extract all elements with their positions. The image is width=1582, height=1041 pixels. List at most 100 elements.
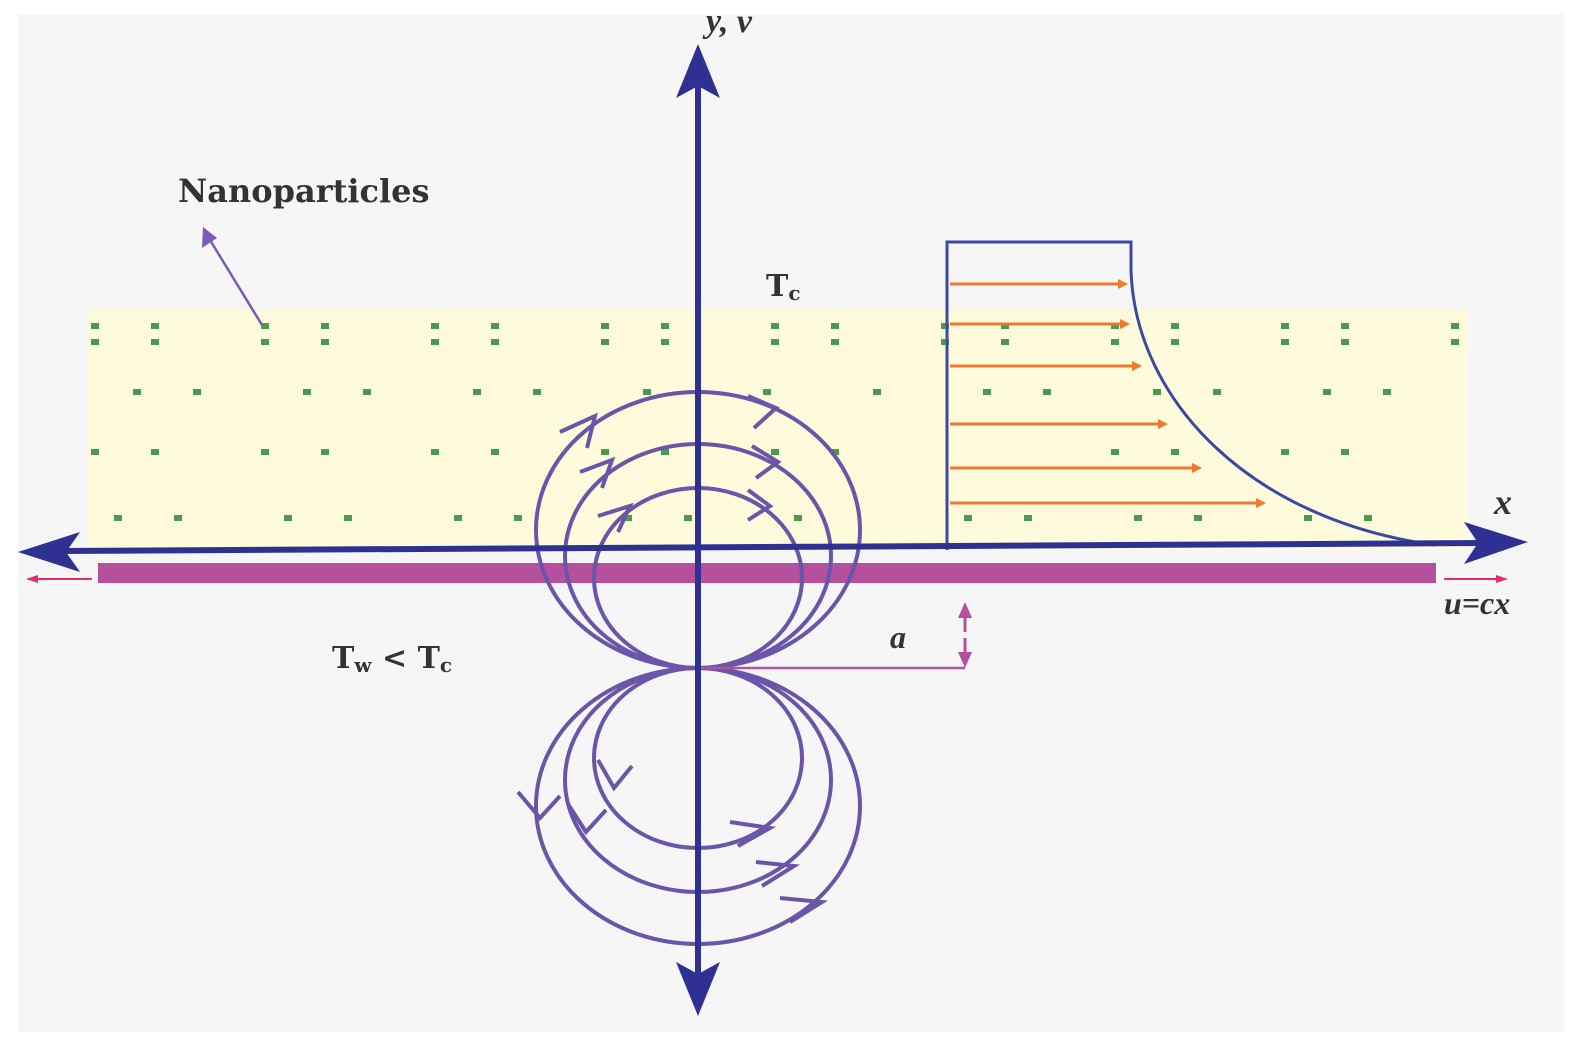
x-axis-label: x bbox=[1493, 482, 1512, 522]
chevron-icon bbox=[579, 456, 616, 489]
nanoparticle-dot bbox=[533, 389, 541, 395]
nanoparticle-dot bbox=[151, 449, 159, 455]
y-axis-label: y, v bbox=[702, 3, 753, 40]
nanoparticle-dot bbox=[261, 449, 269, 455]
nanoparticle-dot bbox=[321, 339, 329, 345]
nanoparticle-dot bbox=[363, 389, 371, 395]
nanoparticle-dot bbox=[983, 389, 991, 395]
nanoparticle-dot bbox=[1451, 323, 1459, 329]
nanoparticles-label: Nanoparticles bbox=[178, 172, 430, 210]
nanoparticle-dot bbox=[1111, 323, 1119, 329]
arrowhead-right-icon bbox=[1464, 522, 1528, 564]
ambient-temp-main: T bbox=[766, 269, 789, 304]
nanoparticle-dot bbox=[1171, 323, 1179, 329]
nanoparticle-dot bbox=[174, 515, 182, 521]
velocity-profile-outline bbox=[945, 240, 1436, 550]
nanoparticle-dot bbox=[91, 339, 99, 345]
nanoparticle-dot bbox=[964, 515, 972, 521]
wall-temp-main: T bbox=[332, 641, 355, 676]
nanoparticle-dot bbox=[1024, 515, 1032, 521]
nanoparticle-dot bbox=[941, 339, 949, 345]
nanoparticle-dot bbox=[1281, 449, 1289, 455]
chevron-icon bbox=[516, 790, 562, 822]
velocity-arrows bbox=[950, 279, 1266, 508]
nanoparticle-dot bbox=[831, 449, 839, 455]
chevron-icon bbox=[755, 860, 800, 888]
nanoparticle-dot bbox=[1043, 389, 1051, 395]
nanoparticle-dot bbox=[1451, 339, 1459, 345]
nanoparticle-dot bbox=[1001, 323, 1009, 329]
nanofluid-layer bbox=[88, 310, 1468, 550]
nanoparticle-dot bbox=[514, 515, 522, 521]
nanoparticle-dot bbox=[491, 339, 499, 345]
nanoparticle-dot bbox=[261, 323, 269, 329]
wall-temp-rel-sub: c bbox=[440, 653, 452, 677]
nanoparticle-dot bbox=[1194, 515, 1202, 521]
nanoparticle-dot bbox=[193, 389, 201, 395]
nanoparticle-dot bbox=[661, 449, 669, 455]
nanoparticle-dot bbox=[491, 323, 499, 329]
nanoparticle-dot bbox=[661, 323, 669, 329]
nanoparticle-dot bbox=[763, 389, 771, 395]
chevron-icon bbox=[779, 896, 829, 924]
nanoparticle-dot bbox=[284, 515, 292, 521]
nanoparticle-dot bbox=[133, 389, 141, 395]
arrowhead-left-icon bbox=[18, 532, 80, 572]
wall-temp-relation: < T bbox=[372, 641, 441, 676]
chevron-icon bbox=[729, 820, 777, 848]
nanoparticle-dot bbox=[831, 323, 839, 329]
nanoparticle-dot bbox=[794, 515, 802, 521]
arrowhead-down-icon bbox=[676, 962, 720, 1016]
nanoparticle-dot bbox=[873, 389, 881, 395]
nanoparticle-dot bbox=[1001, 339, 1009, 345]
nanoparticle-dot bbox=[1111, 339, 1119, 345]
nanoparticle-dots bbox=[91, 323, 1459, 521]
ambient-temp-sub: c bbox=[788, 281, 800, 305]
nanoparticle-dot bbox=[1213, 389, 1221, 395]
nanoparticle-dot bbox=[431, 323, 439, 329]
nanoparticle-dot bbox=[1153, 389, 1161, 395]
nanoparticle-dot bbox=[431, 339, 439, 345]
chevron-icon bbox=[596, 759, 634, 792]
ambient-temperature-label: Tc bbox=[766, 269, 801, 305]
wall-temperature-label: Tw < Tc bbox=[332, 641, 452, 677]
nanoparticle-dot bbox=[1323, 389, 1331, 395]
nanoparticle-dot bbox=[1281, 323, 1289, 329]
nanoparticle-dot bbox=[684, 515, 692, 521]
nanoparticle-dot bbox=[303, 389, 311, 395]
nanoparticle-dot bbox=[1111, 449, 1119, 455]
nanoparticle-dot bbox=[941, 323, 949, 329]
pointer-arrowhead-icon bbox=[202, 227, 217, 248]
stretching-sheet bbox=[98, 563, 1436, 583]
chevron-icon bbox=[566, 802, 608, 836]
nanoparticle-dot bbox=[151, 339, 159, 345]
chevron-icon bbox=[747, 394, 780, 430]
dipole-distance-label: a bbox=[890, 619, 906, 655]
chevron-icon bbox=[750, 444, 782, 480]
nanoparticle-dot bbox=[491, 449, 499, 455]
nanoparticle-dot bbox=[1341, 339, 1349, 345]
nanoparticle-dot bbox=[1281, 339, 1289, 345]
nanoparticle-dot bbox=[771, 339, 779, 345]
chevron-icon bbox=[597, 502, 634, 533]
nanoparticle-dot bbox=[431, 449, 439, 455]
nanoparticle-dot bbox=[1134, 515, 1142, 521]
wall-temp-sub: w bbox=[353, 653, 372, 677]
nanoparticle-dot bbox=[771, 449, 779, 455]
nanoparticle-dot bbox=[624, 515, 632, 521]
nanoparticle-dot bbox=[344, 515, 352, 521]
arrowhead-up-icon bbox=[676, 44, 720, 98]
nanoparticle-dot bbox=[91, 323, 99, 329]
nanoparticle-dot bbox=[831, 339, 839, 345]
nanoparticle-dot bbox=[454, 515, 462, 521]
nanoparticle-dot bbox=[771, 323, 779, 329]
nanoparticle-dot bbox=[1383, 389, 1391, 395]
nanoparticle-dot bbox=[1304, 515, 1312, 521]
nanoparticle-dot bbox=[151, 323, 159, 329]
nanoparticle-dot bbox=[661, 339, 669, 345]
nanoparticle-dot bbox=[1364, 515, 1372, 521]
x-axis-line bbox=[57, 540, 1485, 554]
nanoparticle-dot bbox=[1341, 323, 1349, 329]
nanoparticle-dot bbox=[473, 389, 481, 395]
